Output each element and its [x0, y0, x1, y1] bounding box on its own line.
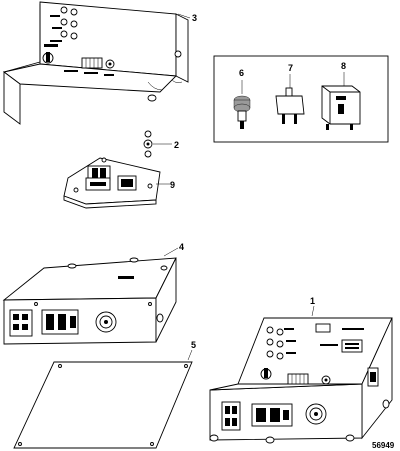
inset-box-parts-6-7-8: 6 7 8	[213, 55, 389, 143]
callout-2: 2	[174, 140, 179, 150]
part-1-assembled-control-box	[209, 305, 393, 444]
figure-number: 56949	[372, 441, 395, 450]
switch-cluster-icon	[50, 6, 78, 42]
part-7-circuit-breaker	[275, 74, 305, 124]
callout-3: 3	[192, 13, 197, 23]
part-8-relay	[321, 72, 361, 130]
part-6-push-button	[233, 80, 251, 129]
callout-5: 5	[191, 340, 196, 350]
part-9-circuit-board	[63, 157, 170, 209]
ignition-key-switch-icon	[42, 44, 58, 64]
part-4-enclosure-base	[2, 247, 179, 345]
leader-line-3	[177, 13, 191, 19]
breaker-block-icon	[81, 57, 103, 69]
callout-9: 9	[170, 180, 175, 190]
callout-6: 6	[239, 68, 244, 78]
callout-4: 4	[179, 242, 184, 252]
part-5-base-plate	[13, 349, 193, 449]
callout-1: 1	[310, 296, 315, 306]
callout-8: 8	[341, 61, 346, 71]
part-3-control-box-cover	[2, 1, 189, 125]
part-2-fastener	[143, 130, 172, 158]
front-connector-a-icon	[9, 309, 33, 337]
callout-7: 7	[288, 63, 293, 73]
